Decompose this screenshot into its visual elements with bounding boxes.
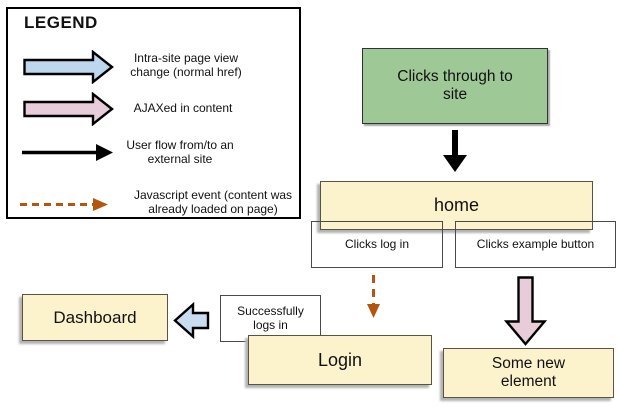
node-dashboard: Dashboard	[22, 294, 168, 341]
node-clicks-through-to-site-label: Clicks through to site	[397, 68, 513, 103]
node-login: Login	[248, 335, 432, 385]
legend-panel: LEGEND Intra-site page view change (norm…	[6, 7, 301, 219]
node-login-label: Login	[317, 349, 363, 370]
node-successfully-logs-in-label: Successfully logs in	[237, 303, 304, 332]
node-clicks-example-button: Clicks example button	[455, 221, 616, 268]
intra-site-arrow-icon	[23, 50, 114, 84]
node-clicks-log-in-label: Clicks log in	[344, 236, 410, 251]
node-clicks-through-to-site: Clicks through to site	[362, 48, 548, 124]
legend-item-js-event-label: Javascript event (content was already lo…	[133, 188, 293, 216]
node-home-label: home	[433, 195, 480, 216]
legend-item-ajax-label: AJAXed in content	[133, 101, 233, 115]
legend-item-external-label: User flow from/to an external site	[126, 138, 234, 166]
legend-item-intra-site-label: Intra-site page view change (normal href…	[130, 51, 242, 79]
node-dashboard-label: Dashboard	[53, 307, 137, 327]
intra-site-arrow-to-dashboard	[173, 302, 210, 339]
js-event-arrow-to-login	[367, 275, 380, 318]
ajax-arrow-icon	[23, 92, 114, 126]
legend-title: LEGEND	[24, 13, 98, 32]
ajax-arrow-to-some-new-element	[504, 276, 547, 346]
external-flow-arrow-icon	[22, 144, 113, 161]
node-some-new-element-label: Some new element	[491, 355, 566, 390]
node-clicks-example-button-label: Clicks example button	[476, 236, 595, 251]
external-flow-arrow-to-home	[443, 130, 467, 172]
node-some-new-element: Some new element	[443, 348, 614, 398]
node-clicks-log-in: Clicks log in	[311, 221, 443, 268]
js-event-arrow-icon	[20, 198, 108, 211]
